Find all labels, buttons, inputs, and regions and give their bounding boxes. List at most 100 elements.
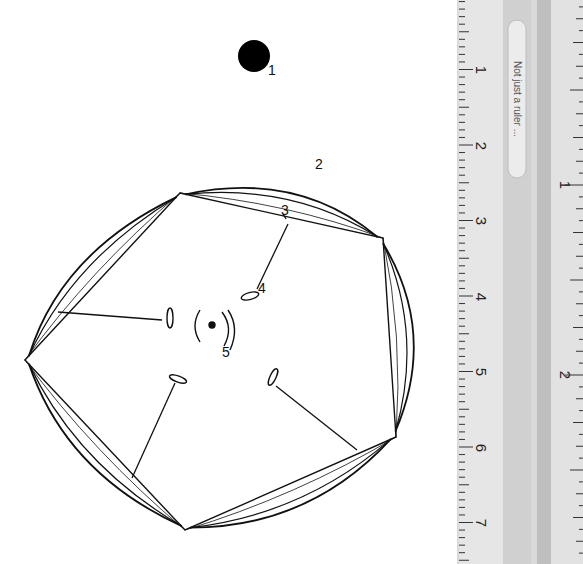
ruler-tick [459,280,465,281]
ruler-tick [459,560,469,561]
ruler-tick [579,54,583,55]
ruler-tick [459,190,465,191]
ruler-tick [459,530,465,531]
ruler-tick [459,348,465,349]
ruler-tick [579,101,583,102]
ruler-tick [459,114,465,115]
ruler-tick [576,351,583,352]
ruler-cm-number: 1 [474,66,489,74]
ruler-tick [459,552,465,553]
ruler-cm-number: 3 [474,217,489,225]
flower-outline [25,188,414,530]
ruler-tick [459,371,473,372]
ruler-tick [459,447,473,448]
ruler-tick [459,182,469,183]
sepal-outline [25,360,185,530]
ruler-tick [576,161,583,162]
ruler-tick [459,462,465,463]
ruler-tick [459,537,465,538]
ruler-body [457,0,583,564]
ruler-tick [459,507,465,508]
ruler-tick [459,265,465,266]
callout-number: 2 [315,157,323,171]
ruler-tick [573,42,583,43]
callout-number: 1 [268,63,276,77]
ruler-tick [579,505,583,506]
ruler-tick [579,529,583,530]
sepal-outline [383,238,398,437]
ruler-tick [459,243,465,244]
ruler-tick [459,499,465,500]
ruler-tick [579,30,583,31]
sepal-outline [186,188,377,237]
sepal-outline [186,192,377,236]
ruler-tick [459,1,465,2]
ruler-cm-number: 4 [474,293,489,301]
callout-number: 5 [222,345,230,359]
sepal-outline [29,197,176,355]
ruler-tick [459,401,465,402]
ruler-tick [459,288,465,289]
ruler-tick [459,514,465,515]
ruler-tick [570,90,583,91]
ruler-tick [459,326,465,327]
ruler-tick [459,250,465,251]
sepal-outline [190,439,390,527]
ruler-tick [576,446,583,447]
ruler-tick [579,315,583,316]
ruler-tick [579,291,583,292]
ruler-tick [459,24,465,25]
ruler-tick [459,439,465,440]
ruler-tick [459,469,465,470]
ruler-tick [579,6,583,7]
ruler-tick [576,398,583,399]
ruler-label-plate [508,20,526,178]
sepal-outline [25,193,180,360]
ruler-tick [579,196,583,197]
ruler-ridge-light [551,0,583,564]
ruler-tick [579,244,583,245]
ruler-tick [579,220,583,221]
ruler-tick [459,16,465,17]
ruler-tick [579,481,583,482]
ruler-tick [576,493,583,494]
ruler-tick [579,268,583,269]
ruler-tick [459,175,465,176]
ruler-tick [579,149,583,150]
ruler-tick [459,522,473,523]
ruler-cm-number: 2 [474,142,489,150]
ruler-cm-number: 6 [474,444,489,452]
ruler-inch-number: 2 [558,371,573,379]
ruler-tick [459,205,465,206]
ruler-groove [503,0,531,564]
ruler-tick [459,92,465,93]
ruler-tick [459,61,465,62]
callout-number: 4 [258,281,266,295]
ruler-tick [459,477,465,478]
ruler-tick [579,458,583,459]
ruler-tick [459,145,473,146]
ruler-tick [459,394,465,395]
stamen-lines [58,214,357,478]
ruler-tick [459,122,465,123]
ruler-tick [576,66,583,67]
sepal-outline [180,193,383,238]
ruler-tick [459,454,465,455]
sepal-outline [29,364,181,525]
ruler-tick [459,129,465,130]
ruler-tick [459,311,465,312]
ruler-tick [459,31,469,32]
ruler-tick [573,422,583,423]
ruler-tick [579,78,583,79]
ruler-tick [459,356,465,357]
ruler-tick [459,492,465,493]
sepal-outline [25,193,396,530]
ruler-tick [459,341,465,342]
ruler-tick [576,541,583,542]
callout-number: 3 [281,203,289,217]
ruler-tick [579,434,583,435]
ruler-tick [573,327,583,328]
ruler-tick [573,232,583,233]
ruler-tick [573,517,583,518]
ruler-tick [459,318,465,319]
